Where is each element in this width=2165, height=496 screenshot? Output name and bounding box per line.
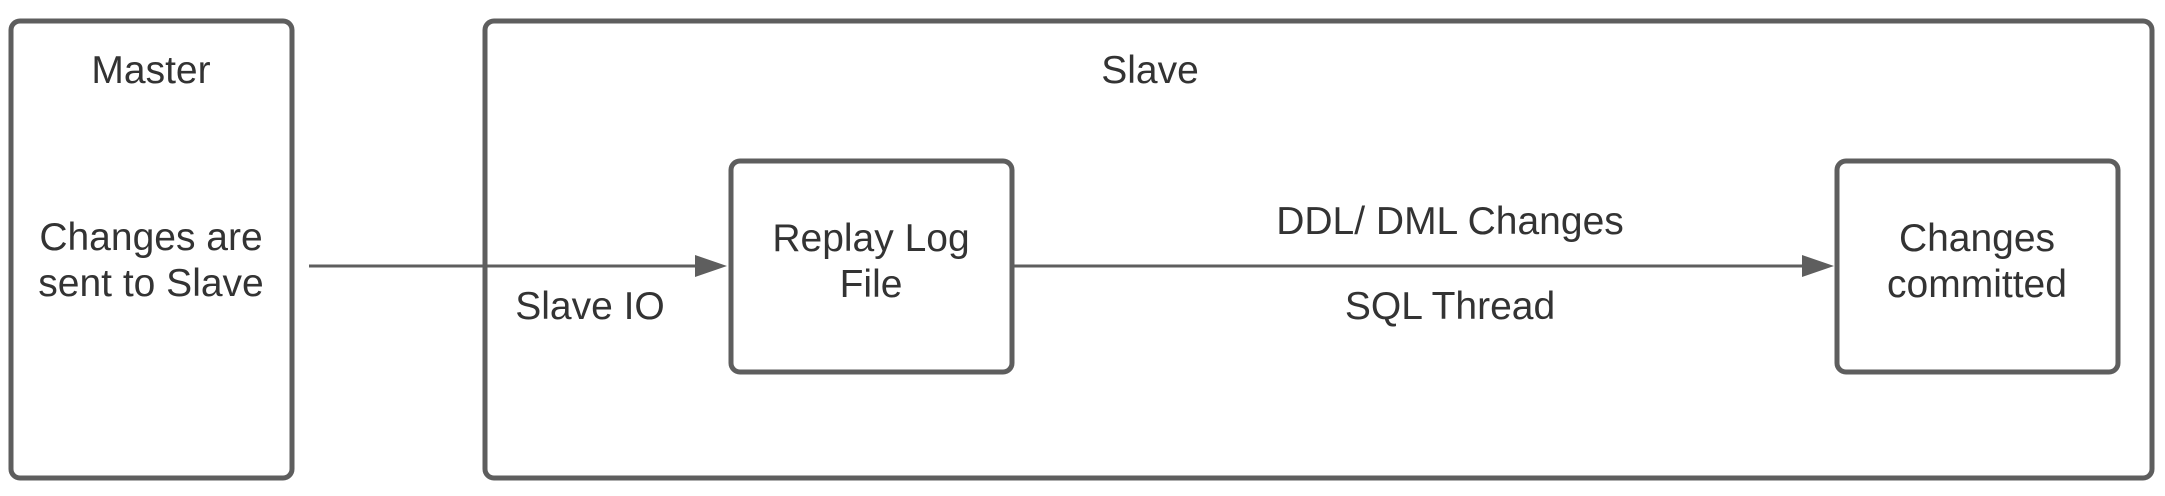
master-text-line-2: sent to Slave xyxy=(38,262,263,305)
replay-log-box xyxy=(728,158,1015,375)
changes-committed-line-1: Changes xyxy=(1899,217,2055,260)
replay-log-line-1: Replay Log xyxy=(772,217,969,260)
master-title: Master xyxy=(91,49,210,92)
changes-committed-line-2: committed xyxy=(1887,263,2067,306)
changes-committed-box xyxy=(1834,158,2121,375)
ddl-dml-label: DDL/ DML Changes xyxy=(1276,200,1624,243)
master-box xyxy=(8,18,295,481)
master-node: Master Changes are sent to Slave xyxy=(8,18,295,481)
replay-log-node: Replay Log File xyxy=(728,158,1015,375)
sql-thread-connector: DDL/ DML Changes SQL Thread xyxy=(1014,200,1834,328)
sql-thread-label: SQL Thread xyxy=(1345,285,1555,328)
slave-io-label: Slave IO xyxy=(515,285,665,328)
slave-title: Slave xyxy=(1101,49,1199,92)
slave-io-connector: Slave IO xyxy=(309,255,727,328)
slave-io-arrowhead xyxy=(695,255,727,277)
changes-committed-node: Changes committed xyxy=(1834,158,2121,375)
replay-log-line-2: File xyxy=(840,263,903,306)
master-text-line-1: Changes are xyxy=(39,216,262,259)
sql-thread-arrowhead xyxy=(1802,255,1834,277)
